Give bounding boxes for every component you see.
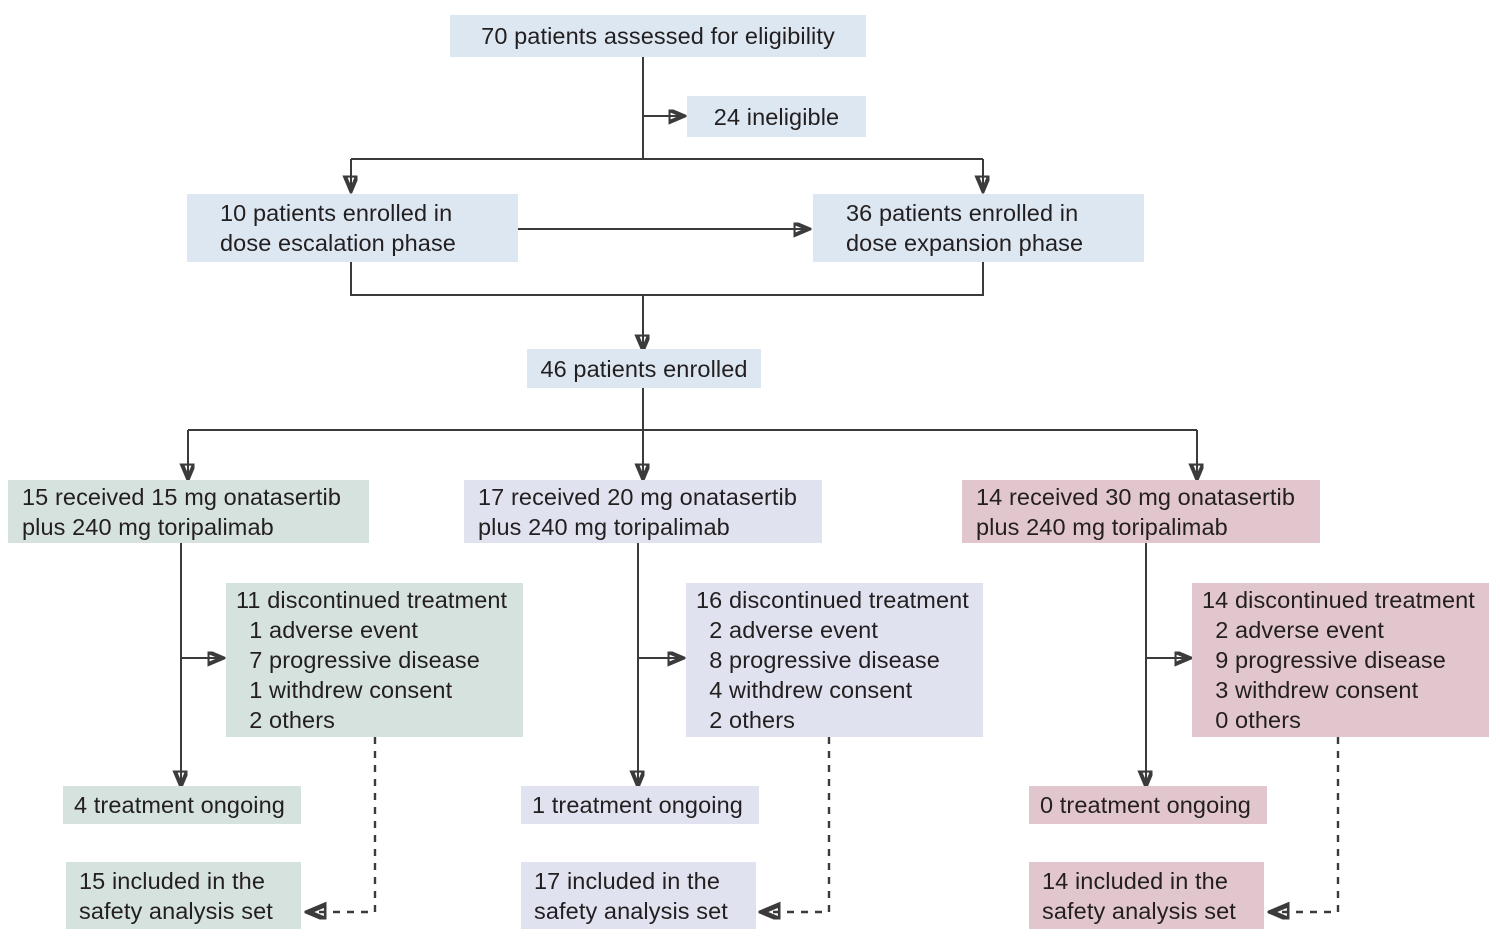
- node-arm1-received: 15 received 15 mg onatasertib plus 240 m…: [8, 480, 369, 543]
- node-dose-expansion-phase: 36 patients enrolled in dose expansion p…: [813, 194, 1144, 262]
- node-arm1-safety-analysis-set: 15 included in the safety analysis set: [66, 862, 301, 929]
- node-escalation-line-0: 10 patients enrolled in: [220, 200, 453, 226]
- link-arm3-discontinued-to-safety: [1272, 737, 1340, 912]
- node-arm3-discontinued-line-4: 0 others: [1202, 707, 1301, 733]
- node-arm2-discontinued-line-2: 8 progressive disease: [696, 647, 940, 673]
- node-escalation-line-1: dose escalation phase: [220, 230, 456, 256]
- link-arm2-discontinued-to-safety: [763, 737, 831, 912]
- node-expansion-line-1: dose expansion phase: [846, 230, 1084, 256]
- node-arm1-discontinued-line-1: 1 adverse event: [236, 617, 418, 643]
- node-assessed-for-eligibility: 70 patients assessed for eligibility: [450, 15, 866, 57]
- node-arm1-safety-line-0: 15 included in the: [79, 867, 266, 894]
- node-ineligible-line-0: 24 ineligible: [713, 103, 840, 130]
- node-patients-enrolled: 46 patients enrolled: [527, 349, 761, 388]
- node-arm3-received-line-1: plus 240 mg toripalimab: [976, 513, 1228, 540]
- node-arm3-discontinued: 14 discontinued treatment 2 adverse even…: [1192, 583, 1489, 737]
- node-arm1-received-line-1: plus 240 mg toripalimab: [22, 513, 274, 540]
- node-enrolled-line-0: 46 patients enrolled: [540, 355, 748, 382]
- node-arm3-received: 14 received 30 mg onatasertib plus 240 m…: [962, 480, 1320, 543]
- node-arm3-treatment-ongoing: 0 treatment ongoing: [1029, 786, 1267, 824]
- node-arm2-discontinued-line-0: 16 discontinued treatment: [696, 587, 969, 613]
- node-arm1-discontinued-line-3: 1 withdrew consent: [236, 677, 453, 703]
- node-arm1-discontinued-line-0: 11 discontinued treatment: [236, 587, 508, 613]
- node-arm2-discontinued-line-3: 4 withdrew consent: [696, 677, 913, 703]
- node-arm2-treatment-ongoing: 1 treatment ongoing: [521, 786, 759, 824]
- link-merge-bar-phases: [350, 262, 984, 296]
- node-arm1-treatment-ongoing: 4 treatment ongoing: [63, 786, 301, 824]
- node-assessed-line-0: 70 patients assessed for eligibility: [481, 23, 835, 49]
- node-arm3-discontinued-line-3: 3 withdrew consent: [1202, 677, 1419, 703]
- node-arm2-safety-analysis-set: 17 included in the safety analysis set: [521, 862, 756, 929]
- link-arm1-discontinued-to-safety: [309, 737, 377, 912]
- node-arm1-received-line-0: 15 received 15 mg onatasertib: [22, 483, 342, 510]
- node-arm1-ongoing-line-0: 4 treatment ongoing: [74, 792, 285, 818]
- node-arm3-ongoing-line-0: 0 treatment ongoing: [1040, 792, 1251, 818]
- node-arm2-discontinued-line-1: 2 adverse event: [696, 617, 878, 643]
- node-arm3-safety-line-0: 14 included in the: [1042, 867, 1229, 894]
- node-dose-escalation-phase: 10 patients enrolled in dose escalation …: [187, 194, 518, 262]
- node-arm2-safety-line-0: 17 included in the: [534, 867, 721, 894]
- node-arm2-received: 17 received 20 mg onatasertib plus 240 m…: [464, 480, 822, 543]
- node-arm3-discontinued-line-2: 9 progressive disease: [1202, 647, 1446, 673]
- node-arm1-discontinued: 11 discontinued treatment 1 adverse even…: [226, 583, 523, 737]
- node-arm3-safety-analysis-set: 14 included in the safety analysis set: [1029, 862, 1264, 929]
- node-arm3-safety-line-1: safety analysis set: [1042, 897, 1236, 924]
- node-arm1-discontinued-line-4: 2 others: [236, 707, 335, 733]
- node-arm3-discontinued-line-0: 14 discontinued treatment: [1202, 587, 1475, 613]
- node-arm2-safety-line-1: safety analysis set: [534, 897, 728, 924]
- node-arm3-discontinued-line-1: 2 adverse event: [1202, 617, 1384, 643]
- node-arm2-received-line-0: 17 received 20 mg onatasertib: [478, 483, 798, 510]
- node-arm2-received-line-1: plus 240 mg toripalimab: [478, 513, 730, 540]
- node-arm3-received-line-0: 14 received 30 mg onatasertib: [976, 483, 1296, 510]
- node-expansion-line-0: 36 patients enrolled in: [846, 200, 1079, 226]
- node-arm1-discontinued-line-2: 7 progressive disease: [236, 647, 480, 673]
- node-arm2-ongoing-line-0: 1 treatment ongoing: [532, 792, 743, 818]
- node-ineligible: 24 ineligible: [687, 96, 866, 137]
- node-arm2-discontinued: 16 discontinued treatment 2 adverse even…: [686, 583, 983, 737]
- node-arm1-safety-line-1: safety analysis set: [79, 897, 273, 924]
- node-arm2-discontinued-line-4: 2 others: [696, 707, 795, 733]
